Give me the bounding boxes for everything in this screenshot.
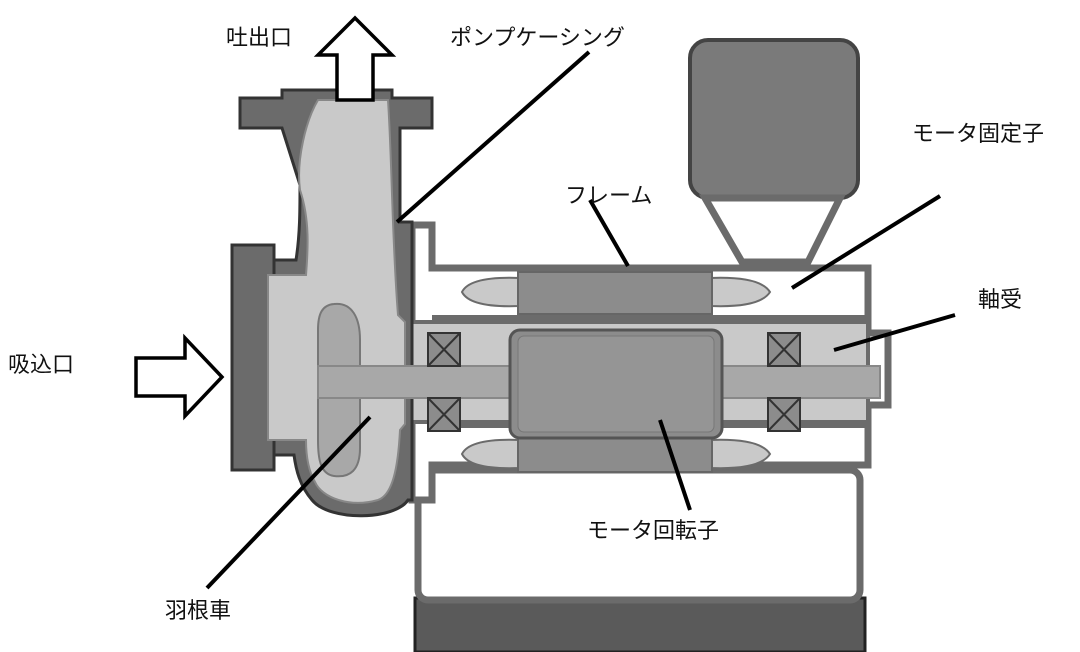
label-motor-stator: モータ固定子 <box>912 122 1045 147</box>
leader-impeller <box>205 415 372 590</box>
label-discharge: 吐出口 <box>226 26 293 51</box>
terminal-box-neck <box>698 194 846 266</box>
discharge-arrow-icon <box>313 15 397 102</box>
base-plate <box>413 596 867 652</box>
leader-pump-casing <box>395 50 591 224</box>
terminal-box <box>688 38 860 200</box>
bearing-left <box>427 332 461 432</box>
leader-motor-stator <box>790 194 942 290</box>
bearing-right <box>767 332 801 432</box>
label-pump-casing: ポンプケーシング <box>450 26 625 51</box>
leader-motor-rotor <box>658 419 692 511</box>
pump-fluid-passage <box>267 99 406 504</box>
motor-rotor-core <box>517 335 715 433</box>
stator-winding-lower-right <box>709 438 772 470</box>
stator-winding-lower-left <box>460 438 521 470</box>
stator-winding-upper-left <box>460 276 521 308</box>
stator-core-upper <box>517 271 713 315</box>
suction-arrow-icon <box>134 333 225 421</box>
leader-bearing <box>833 313 956 352</box>
label-bearing: 軸受 <box>978 288 1023 313</box>
label-impeller: 羽根車 <box>165 599 232 624</box>
leader-frame <box>588 199 630 267</box>
label-frame: フレーム <box>565 184 653 209</box>
stator-winding-upper-right <box>709 276 772 308</box>
label-suction: 吸込口 <box>8 353 75 378</box>
label-motor-rotor: モータ回転子 <box>587 519 720 544</box>
